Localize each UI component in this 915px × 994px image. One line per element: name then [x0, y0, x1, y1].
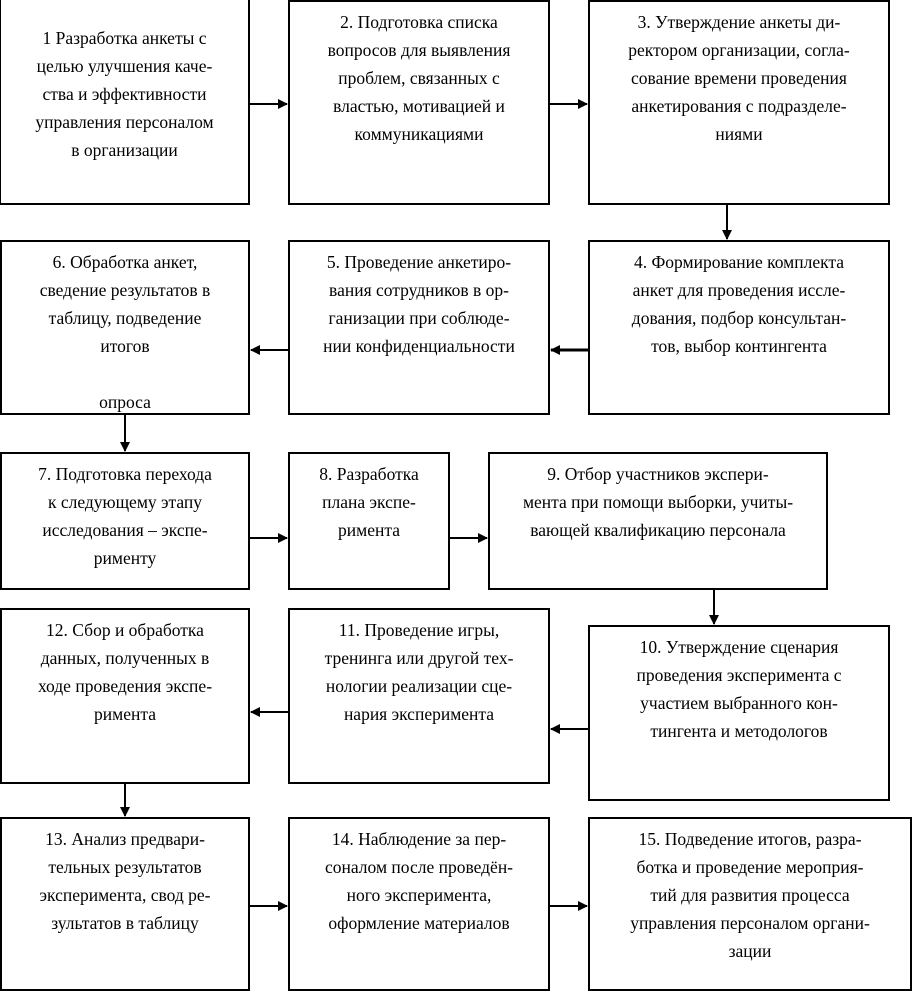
- step-9-label: 9. Отбор участников экспери- мента при п…: [522, 464, 794, 540]
- step-6-label: 6. Обработка анкет, сведение результатов…: [39, 252, 211, 412]
- step-9-box: 9. Отбор участников экспери- мента при п…: [488, 452, 828, 590]
- step-15-box: 15. Подведение итогов, разра- ботка и пр…: [588, 817, 912, 991]
- step-4-label: 4. Формирование комплекта анкет для пров…: [631, 252, 847, 356]
- step-11-box: 11. Проведение игры, тренинга или другой…: [288, 608, 550, 784]
- step-8-label: 8. Разработка плана экспе- римента: [319, 464, 419, 540]
- step-1-label: 1 Разработка анкеты с целью улучшения ка…: [35, 28, 214, 160]
- step-12-label: 12. Сбор и обработка данных, полученных …: [37, 620, 213, 724]
- step-11-label: 11. Проведение игры, тренинга или другой…: [324, 620, 514, 724]
- step-4-box: 4. Формирование комплекта анкет для пров…: [588, 240, 890, 415]
- step-10-box: 10. Утверждение сценария проведения эксп…: [588, 625, 890, 801]
- step-6-box: 6. Обработка анкет, сведение результатов…: [0, 240, 250, 415]
- step-2-box: 2. Подготовка списка вопросов для выявле…: [288, 0, 550, 205]
- step-5-label: 5. Проведение анкетиро- вания сотруднико…: [323, 252, 515, 356]
- step-12-box: 12. Сбор и обработка данных, полученных …: [0, 608, 250, 784]
- step-13-box: 13. Анализ предвари- тельных результатов…: [0, 817, 250, 991]
- step-1-box: 1 Разработка анкеты с целью улучшения ка…: [0, 0, 250, 205]
- step-8-box: 8. Разработка плана экспе- римента: [288, 452, 450, 590]
- step-15-label: 15. Подведение итогов, разра- ботка и пр…: [630, 829, 870, 961]
- step-7-box: 7. Подготовка перехода к следующему этап…: [0, 452, 250, 590]
- step-10-label: 10. Утверждение сценария проведения эксп…: [636, 637, 842, 741]
- step-2-label: 2. Подготовка списка вопросов для выявле…: [327, 12, 511, 144]
- step-5-box: 5. Проведение анкетиро- вания сотруднико…: [288, 240, 550, 415]
- step-13-label: 13. Анализ предвари- тельных результатов…: [39, 829, 211, 933]
- step-3-box: 3. Утверждение анкеты ди- ректором орган…: [588, 0, 890, 205]
- step-7-label: 7. Подготовка перехода к следующему этап…: [38, 464, 212, 568]
- step-14-label: 14. Наблюдение за пер- соналом после про…: [324, 829, 514, 933]
- step-3-label: 3. Утверждение анкеты ди- ректором орган…: [628, 12, 850, 144]
- step-14-box: 14. Наблюдение за пер- соналом после про…: [288, 817, 550, 991]
